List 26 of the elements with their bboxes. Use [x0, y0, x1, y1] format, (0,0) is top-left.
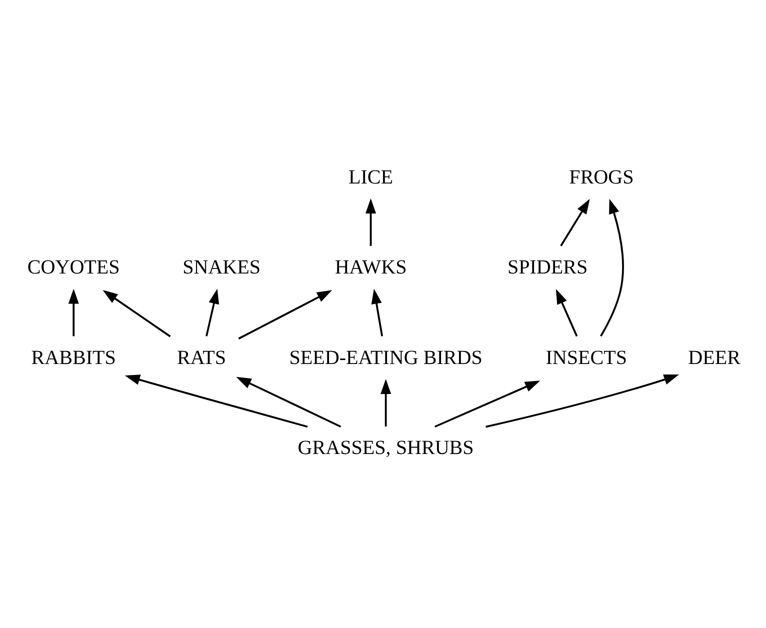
arrow [102, 290, 171, 338]
arrow [366, 198, 376, 246]
arrow [600, 198, 624, 337]
arrow [238, 290, 332, 340]
node-text: DEER [688, 346, 740, 369]
node-text: SNAKES [182, 256, 261, 279]
node-text: INSECTS [546, 346, 628, 369]
node-text: FROGS [569, 166, 634, 188]
arrow [371, 288, 384, 336]
arrow [434, 380, 540, 428]
node-text: RATS [176, 346, 226, 369]
arrow [556, 288, 578, 337]
arrow [206, 288, 220, 336]
arrow [486, 374, 679, 428]
node-text: GRASSES, SHRUBS [298, 437, 474, 460]
node-text: COYOTES [27, 256, 120, 279]
node-text: RABBITS [31, 346, 116, 369]
arrow [560, 198, 590, 246]
arrow [236, 376, 342, 428]
arrow [380, 378, 392, 426]
node-text: LICE [348, 166, 394, 188]
arrow [68, 288, 79, 336]
node-text: HAWKS [334, 256, 407, 279]
node-text: SPIDERS [507, 256, 588, 279]
arrow [124, 374, 308, 428]
node-text: SEED-EATING BIRDS [289, 346, 482, 369]
